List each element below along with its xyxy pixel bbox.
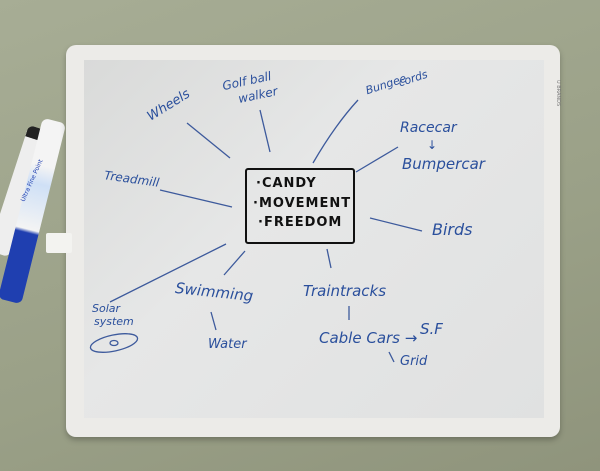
line-racecar: [355, 146, 399, 173]
idea-sf: S.F: [420, 320, 443, 338]
arrow-down-icon: ↓: [427, 138, 438, 152]
idea-cable-cars: Cable Cars →: [319, 329, 418, 347]
line-wheels: [186, 122, 231, 159]
center-line-freedom: ·FREEDOM: [258, 215, 343, 230]
line-golf: [259, 109, 271, 153]
idea-grid: Grid: [400, 354, 428, 369]
idea-water: Water: [208, 337, 247, 352]
idea-solar-2: system: [94, 315, 134, 328]
line-swimming: [223, 250, 246, 276]
line-grid: [388, 351, 395, 363]
idea-bumpercar: Bumpercar: [402, 155, 485, 173]
idea-traintracks: Traintracks: [303, 282, 387, 300]
idea-solar-1: Solar: [92, 302, 121, 315]
sun-icon: [109, 339, 119, 347]
line-water: [210, 311, 217, 331]
marker-clip: [46, 233, 72, 253]
line-traintracks: [326, 248, 332, 269]
line-solar: [109, 243, 227, 303]
line-birds: [369, 217, 423, 232]
center-line-movement: ·MOVEMENT: [253, 196, 352, 211]
line-bungee: [312, 99, 359, 164]
idea-racecar: Racecar: [400, 120, 457, 136]
brand-logo: U BRANDS: [555, 80, 561, 107]
solar-orbit-icon: [89, 333, 139, 353]
idea-birds: Birds: [432, 220, 473, 239]
line-treadmill: [159, 189, 233, 208]
center-box: [245, 168, 355, 244]
center-line-candy: ·CANDY: [256, 176, 317, 191]
whiteboard: [84, 60, 544, 418]
